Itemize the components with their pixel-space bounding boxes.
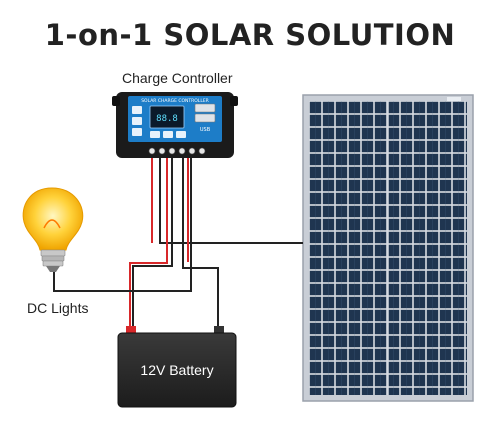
dc-lights-label: DC Lights <box>27 300 89 316</box>
controller-display: 88.8 <box>156 114 178 124</box>
page-title: 1-on-1 SOLAR SOLUTION <box>44 18 456 52</box>
controller-face-text: SOLAR CHARGE CONTROLLER <box>141 98 209 104</box>
battery-wires <box>129 157 219 332</box>
charge-controller-icon: SOLAR CHARGE CONTROLLER 88.8 USB <box>112 92 238 158</box>
battery-label: 12V Battery <box>140 362 214 378</box>
light-bulb-icon <box>22 187 84 272</box>
solar-panel-icon <box>302 94 474 402</box>
panel-wires <box>159 157 303 244</box>
light-wires <box>53 157 192 292</box>
battery-icon <box>117 326 237 408</box>
charge-controller-label: Charge Controller <box>122 70 233 86</box>
controller-usb-text: USB <box>200 127 211 133</box>
